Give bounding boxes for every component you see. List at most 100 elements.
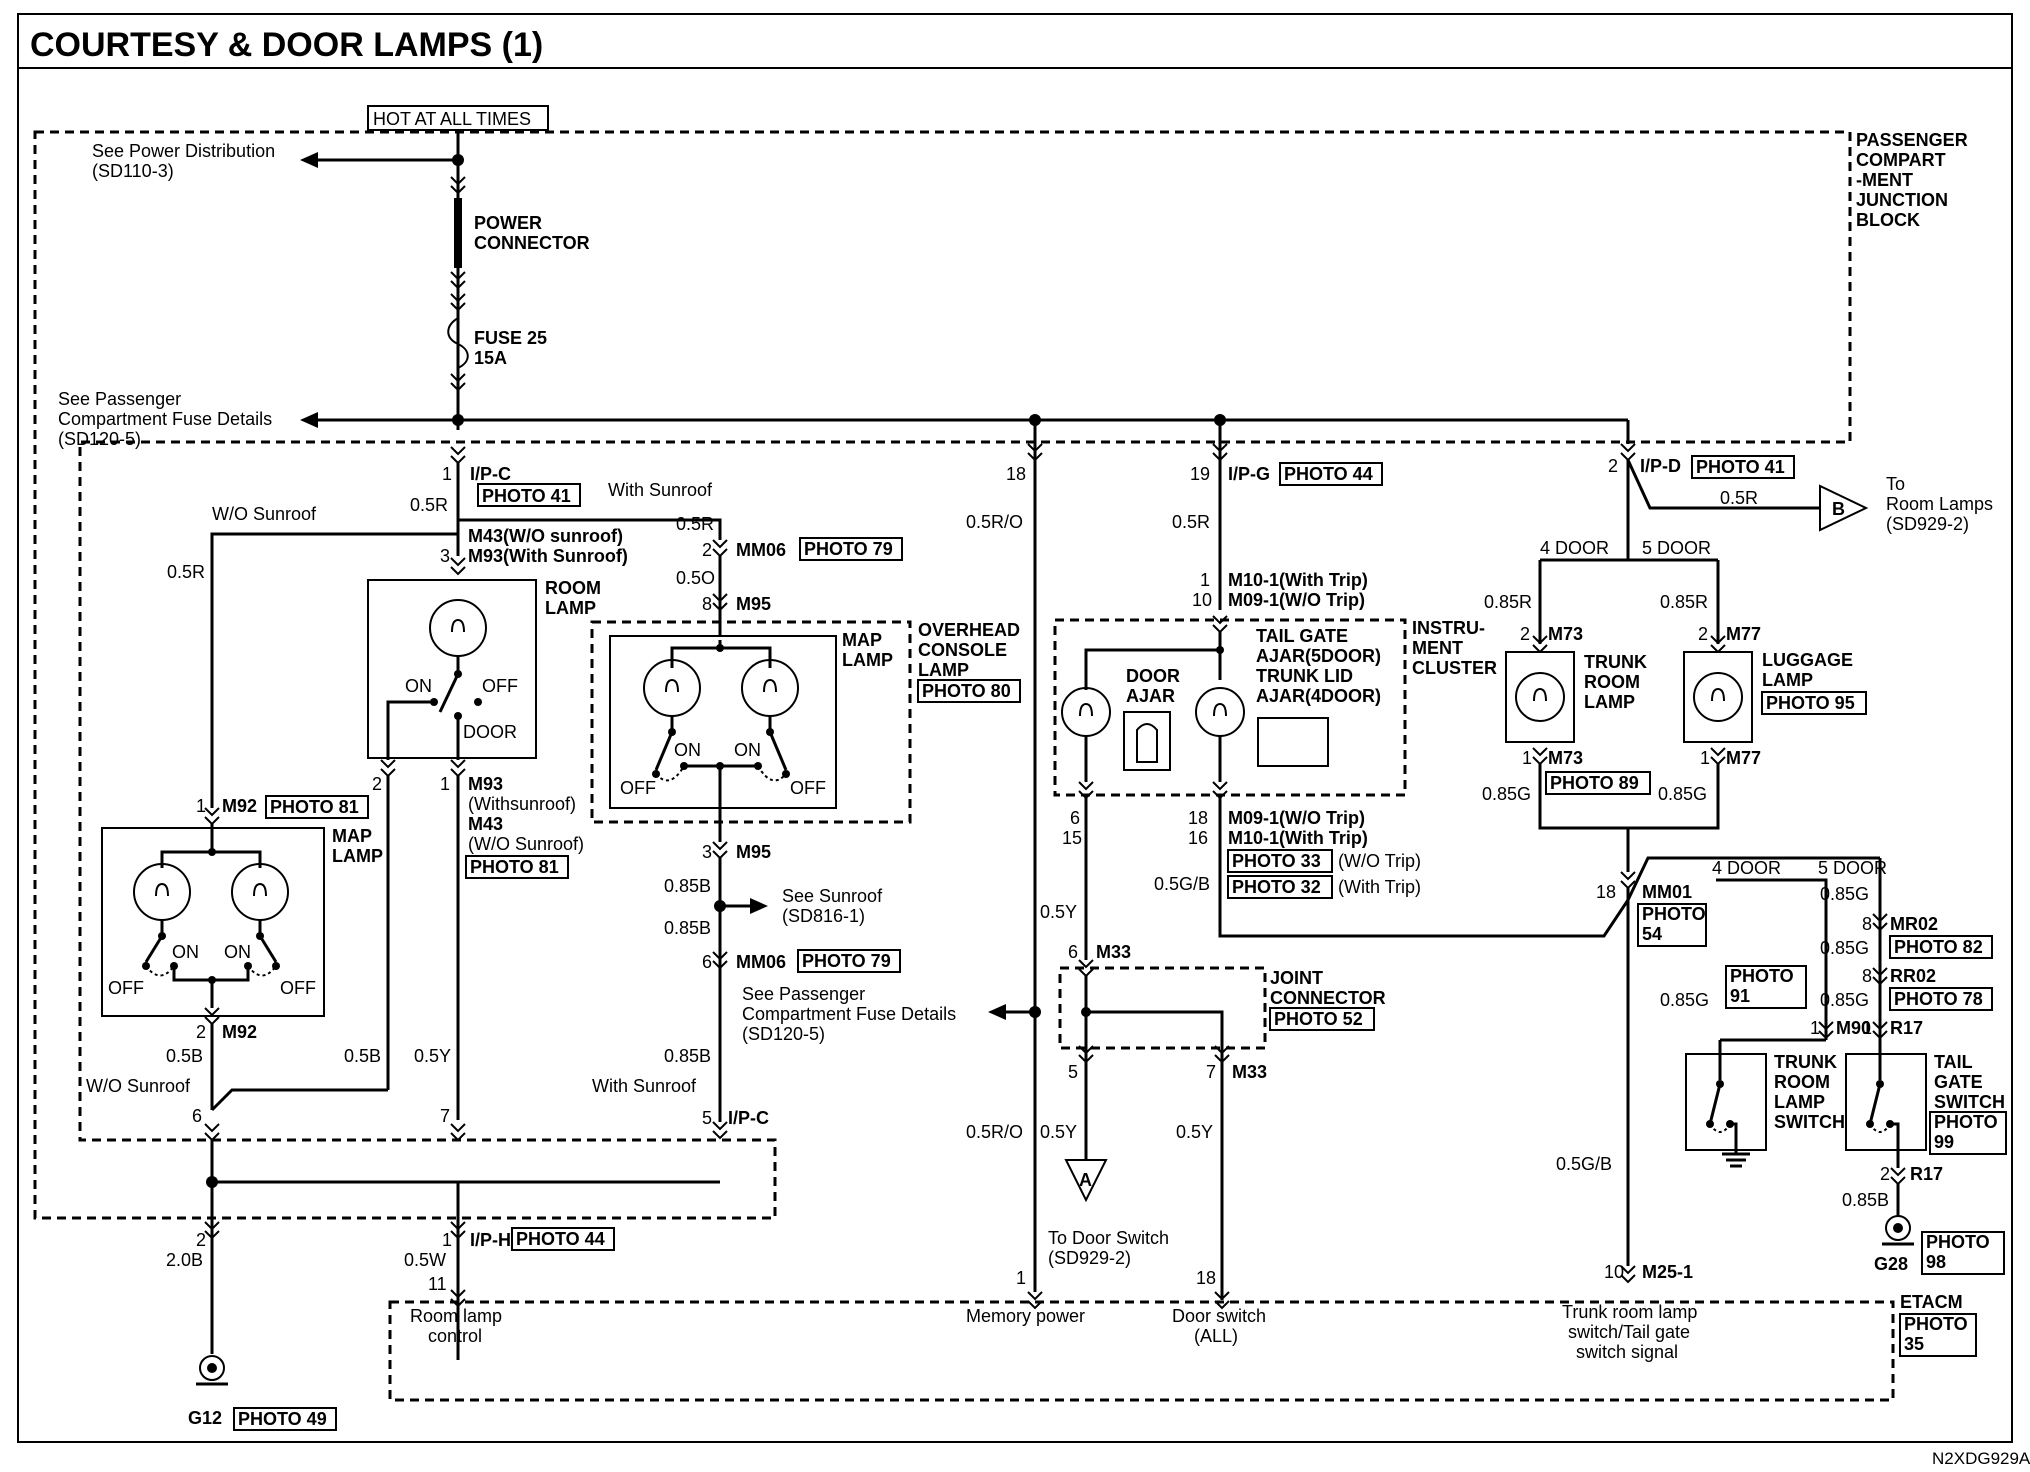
pin-number: 18 [1006,464,1026,484]
see-fuse-details: See Passenger [58,389,181,409]
wire-variant-label: 4 DOOR [1712,858,1781,878]
hot-at-all-times-label-box [367,105,549,131]
component-label: CONNECTOR [1270,988,1386,1008]
pin-number: 1 [196,796,206,816]
arrow-right-icon [750,898,768,914]
component-label: MENT [1412,638,1463,658]
switch-position-label: OFF [482,676,518,696]
pin-number: 3 [440,546,450,566]
overhead-console-outline [590,620,912,824]
component-label: SWITCH [1934,1092,2005,1112]
photo-ref: 91 [1730,986,1750,1006]
pin-number: 2 [702,540,712,560]
connector-id: M43 [468,814,503,834]
pin-number: 18 [1596,882,1616,902]
component-label: LAMP [1774,1092,1825,1112]
connector-id: M93(With Sunroof) [468,546,628,566]
pin-number: 2 [196,1022,206,1042]
pin-number: 2 [1880,1164,1890,1184]
component-label: GATE [1934,1072,1983,1092]
photo-ref: PHOTO [1926,1232,1990,1252]
see-fuse-details-2: Compartment Fuse Details [58,409,272,429]
see-sunroof: See Sunroof [782,886,883,906]
hot-at-all-times: HOT AT ALL TIMES [373,109,531,129]
wire-color: 0.85G [1820,938,1869,958]
wire-variant-label: With Sunroof [608,480,713,500]
connector-id: M09-1(W/O Trip) [1228,808,1365,828]
pin-number: 16 [1188,828,1208,848]
connector-id: M90 [1836,1018,1871,1038]
pin-number: 1 [442,464,452,484]
pin-number: 11 [428,1274,447,1294]
connector-id: I/P-C [728,1108,769,1128]
junction-block-label-4: JUNCTION [1856,190,1948,210]
etacm-input-label: Room lamp [410,1306,502,1326]
to-room-lamps: To [1886,474,1905,494]
wire-color: 0.5Y [414,1046,451,1066]
connector-id: RR02 [1890,966,1936,986]
photo-ref: PHOTO 44 [516,1229,605,1249]
etacm-input-label: Trunk room lamp [1562,1302,1697,1322]
pin-number: 1 [1862,1018,1872,1038]
wire-color: 0.5R/O [966,512,1023,532]
photo-ref: PHOTO [1934,1112,1998,1132]
connector-id: M77 [1726,748,1761,768]
to-door-switch: To Door Switch [1048,1228,1169,1248]
component-label: TAIL [1934,1052,1973,1072]
bulb-icon [1693,672,1743,722]
connector-id: M73 [1548,624,1583,644]
wire-color: 0.5Y [1040,1122,1077,1142]
tailgate-ajar-indicator [1195,687,1245,737]
wire-color: 0.85R [1484,592,1532,612]
photo-ref: PHOTO 41 [1696,457,1785,477]
connector-id: MM06 [736,952,786,972]
component-label: TRUNK [1774,1052,1837,1072]
diagram-code: N2XDG929A [1932,1449,2030,1468]
room-lamp [367,579,537,759]
connector-id: M73 [1548,748,1583,768]
wire-color: 0.5Y [1040,902,1077,922]
pin-number: 18 [1196,1268,1216,1288]
connector-id: M25-1 [1642,1262,1693,1282]
pin-number: 6 [192,1106,202,1126]
wire-color: 0.5R [1720,488,1758,508]
wire-color: 0.5R [410,495,448,515]
pin-number: 6 [1070,808,1080,828]
see-sunroof-ref: (SD816-1) [782,906,865,926]
wire-color: 0.85B [664,918,711,938]
overhead-map-lamp [609,635,837,809]
see-fuse-details-ref: (SD120-5) [58,429,141,449]
junction-block-label-5: BLOCK [1856,210,1920,230]
component-label: ETACM [1900,1292,1963,1312]
diagram-border [17,13,2013,1443]
photo-ref: PHOTO 81 [270,797,359,817]
photo-ref: PHOTO 52 [1274,1009,1363,1029]
photo-ref: PHOTO 79 [802,951,891,971]
pin-number: 18 [1188,808,1208,828]
bulb-icon [1515,672,1565,722]
passenger-junction-block-outline [33,130,1852,1220]
photo-ref: PHOTO 49 [238,1409,327,1429]
power-connector-label-2: CONNECTOR [474,233,590,253]
wire-color: 0.85B [664,1046,711,1066]
off-page-label: A [1079,1170,1092,1190]
pin-number: 5 [1068,1062,1078,1082]
component-label: CLUSTER [1412,658,1497,678]
joint-connector-outline [1058,966,1267,1050]
connector-id: M33 [1232,1062,1267,1082]
wire-color: 0.5R [676,514,714,534]
pin-number: 10 [1192,590,1212,610]
pin-number: 1 [1700,748,1710,768]
switch-position-label: ON [674,740,701,760]
photo-ref: 98 [1926,1252,1946,1272]
pin-number: 6 [1068,942,1078,962]
wire-color: 0.85B [664,876,711,896]
trunk-room-lamp-switch [1685,1053,1767,1151]
ground-id: G28 [1874,1254,1908,1274]
component-label: AJAR(5DOOR) [1256,646,1381,666]
connector-id: M10-1(With Trip) [1228,570,1368,590]
switch-position-label: OFF [108,978,144,998]
wire-color: 0.5W [404,1250,446,1270]
component-label: LAMP [332,846,383,866]
